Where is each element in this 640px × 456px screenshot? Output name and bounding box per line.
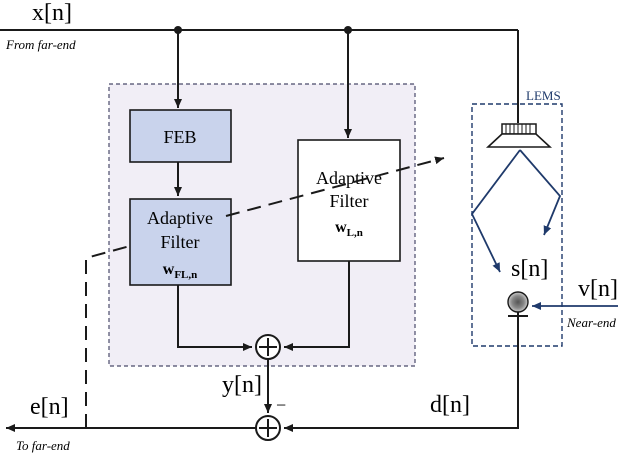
filter-l-output-line xyxy=(284,261,350,351)
loudspeaker-icon xyxy=(485,123,553,148)
microphone-icon xyxy=(507,291,529,322)
feb-label: FEB xyxy=(163,127,196,147)
adaptive-filter-l-block xyxy=(297,139,401,262)
filter-fl-weight: wFL,n xyxy=(163,261,198,281)
filter-l-line1: Adaptive xyxy=(316,168,382,188)
filter-fl-line2: Filter xyxy=(161,232,200,252)
filter-fl-output-line xyxy=(177,285,252,351)
acoustic-path-right xyxy=(519,149,562,236)
d-label: d[n] xyxy=(430,392,470,418)
s-label: s[n] xyxy=(511,256,548,282)
v-label: v[n] xyxy=(578,276,618,302)
from-far-end-label: From far-end xyxy=(5,37,76,52)
y-label: y[n] xyxy=(222,372,262,398)
e-label: e[n] xyxy=(30,394,69,420)
filter-l-weight: wL,n xyxy=(335,219,363,239)
x-label: x[n] xyxy=(32,0,72,26)
feb-block xyxy=(129,109,232,163)
filter-fl-weight-symbol: w xyxy=(163,261,175,278)
minus-sign: − xyxy=(276,395,286,415)
near-end-label: Near-end xyxy=(566,315,616,330)
error-feedback-diagonal xyxy=(225,156,445,217)
filter-fl-weight-subscript: FL,n xyxy=(174,269,197,281)
to-far-end-label: To far-end xyxy=(16,438,70,453)
filter-l-weight-subscript: L,n xyxy=(347,227,363,239)
d-signal-line xyxy=(284,322,519,432)
filter-fl-line1: Adaptive xyxy=(147,208,213,228)
adaptive-filter-fl-block xyxy=(129,198,232,286)
lems-label: LEMS xyxy=(526,88,561,103)
filter-l-line2: Filter xyxy=(330,191,369,211)
acoustic-path-left xyxy=(470,149,521,273)
error-feedback-path xyxy=(85,245,131,428)
filter-l-weight-symbol: w xyxy=(335,219,347,236)
